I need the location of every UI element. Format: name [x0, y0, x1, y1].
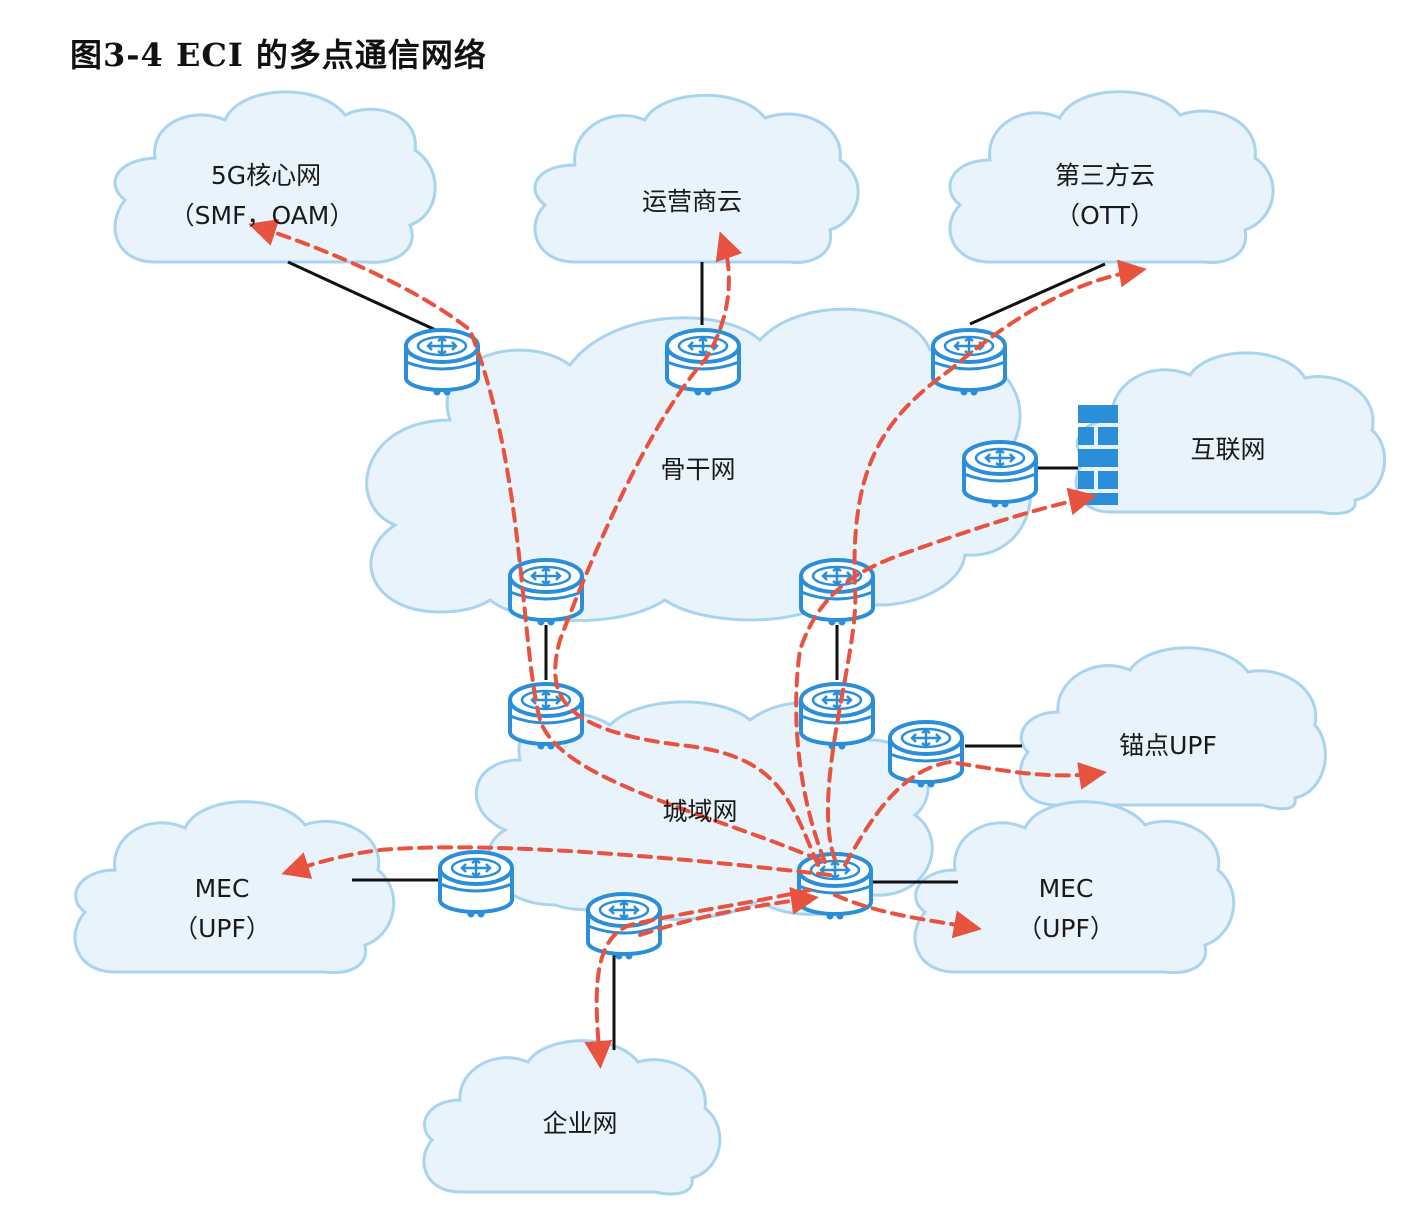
link-5g-core	[287, 260, 441, 334]
dashed-flow-arrow	[833, 893, 982, 939]
dashed-flow-arrow	[584, 888, 812, 1069]
dashed-flow-arrow	[826, 259, 1147, 862]
cloud-label-enterprise: 企业网	[542, 1109, 617, 1138]
cloud-label-internet: 互联网	[1190, 435, 1265, 464]
cloud-sublabel-third-party: （OTT）	[1055, 201, 1155, 230]
router-icon	[931, 328, 1007, 396]
dashed-flow-arrow	[843, 759, 1107, 867]
cloud-label-backbone: 骨干网	[660, 455, 735, 484]
cloud-mec-right	[913, 800, 1236, 975]
cloud-enterprise	[422, 1039, 722, 1196]
cloud-sublabel-mec-right: （UPF）	[1017, 914, 1115, 943]
dashed-flow-arrow	[553, 231, 820, 867]
cloud-anchor-upf	[1018, 646, 1327, 811]
cloud-label-mec-right: MEC	[1039, 874, 1094, 903]
router-icon	[438, 850, 514, 918]
dashed-flow-arrow	[794, 487, 1097, 864]
router-icon	[962, 440, 1038, 508]
cloud-internet	[1074, 351, 1387, 515]
cloud-label-anchor-upf: 锚点UPF	[1119, 731, 1217, 760]
cloud-mec-left	[73, 800, 396, 975]
dashed-flow-arrow	[248, 219, 822, 862]
cloud-5g-core	[113, 90, 437, 264]
cloud-third-party	[948, 90, 1275, 265]
cloud-label-third-party: 第三方云	[1055, 161, 1155, 190]
cloud-label-operator: 运营商云	[642, 187, 742, 216]
router-icon	[888, 720, 964, 788]
cloud-sublabel-mec-left: （UPF）	[173, 914, 271, 943]
cloud-label-metro: 城域网	[662, 797, 737, 826]
router-icon	[797, 852, 873, 920]
dashed-flow-arrow	[638, 886, 819, 937]
dashed-flow-arrow	[281, 845, 832, 879]
cloud-label-mec-left: MEC	[195, 874, 250, 903]
link-third-party	[969, 262, 1106, 326]
figure-title: 图3-4 ECI 的多点通信网络	[70, 36, 487, 74]
router-icon	[404, 328, 480, 396]
cloud-operator	[533, 93, 860, 265]
router-icon	[508, 682, 584, 750]
cloud-sublabel-5g-core: （SMF，OAM）	[170, 201, 355, 230]
cloud-label-5g-core: 5G核心网	[211, 161, 321, 190]
